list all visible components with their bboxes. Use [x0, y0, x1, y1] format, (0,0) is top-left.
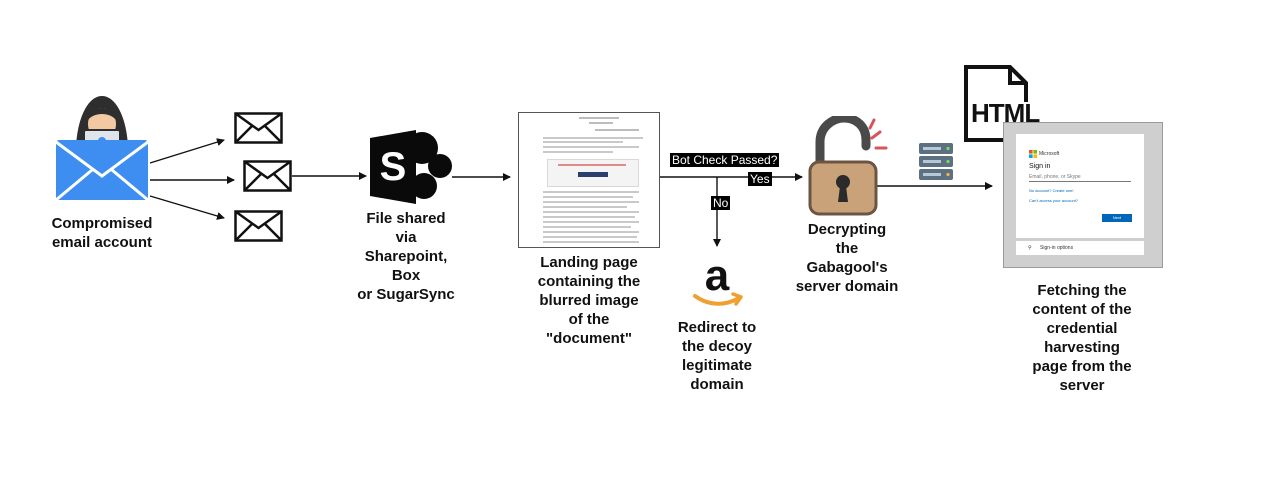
envelope-icon [234, 210, 283, 242]
caption-file-shared: File shared via Sharepoint, Box or Sugar… [357, 210, 455, 303]
envelope-icon [234, 112, 283, 144]
arrow-to-mail-top [149, 138, 225, 164]
bot-check-dialog [547, 159, 639, 187]
caption-decrypting: Decrypting the Gabagool's server domain [795, 221, 899, 295]
caption-landing-page: Landing page containing the blurred imag… [537, 254, 641, 347]
microsoft-brand: Microsoft [1039, 151, 1060, 157]
sign-in-options[interactable]: ⚲ Sign-in options [1016, 241, 1144, 255]
svg-text:a: a [705, 256, 730, 300]
amazon-logo: a [693, 256, 743, 306]
arrow-to-mail-bottom [149, 195, 225, 220]
sign-in-options-label: Sign-in options [1040, 245, 1074, 251]
compromised-account-icon [55, 96, 149, 202]
caption-fetching: Fetching the content of the credential h… [1032, 282, 1132, 394]
envelope-icon [243, 160, 292, 192]
next-button[interactable]: Next [1102, 214, 1132, 222]
no-label: No [711, 196, 731, 210]
svg-text:S: S [380, 145, 407, 189]
open-padlock-icon [808, 116, 888, 216]
server-icon [919, 143, 953, 180]
landing-page-thumbnail [518, 112, 660, 248]
key-icon: ⚲ [1028, 245, 1032, 251]
create-account-link[interactable]: No account? Create one! [1029, 188, 1074, 193]
sign-in-title: Sign in [1029, 163, 1051, 170]
caption-redirect: Redirect to the decoy legitimate domain [677, 319, 757, 393]
microsoft-logo [1029, 150, 1037, 158]
sharepoint-logo: S [370, 130, 452, 204]
caption-compromised-account: Compromised email account [51, 215, 153, 251]
email-input[interactable]: Email, phone, or Skype [1029, 174, 1081, 180]
email-input-underline [1029, 181, 1131, 182]
bot-check-label: Bot Check Passed? [670, 153, 780, 167]
envelope-icon [55, 140, 149, 202]
cant-access-link[interactable]: Can't access your account? [1029, 198, 1079, 203]
yes-label: Yes [748, 172, 772, 186]
